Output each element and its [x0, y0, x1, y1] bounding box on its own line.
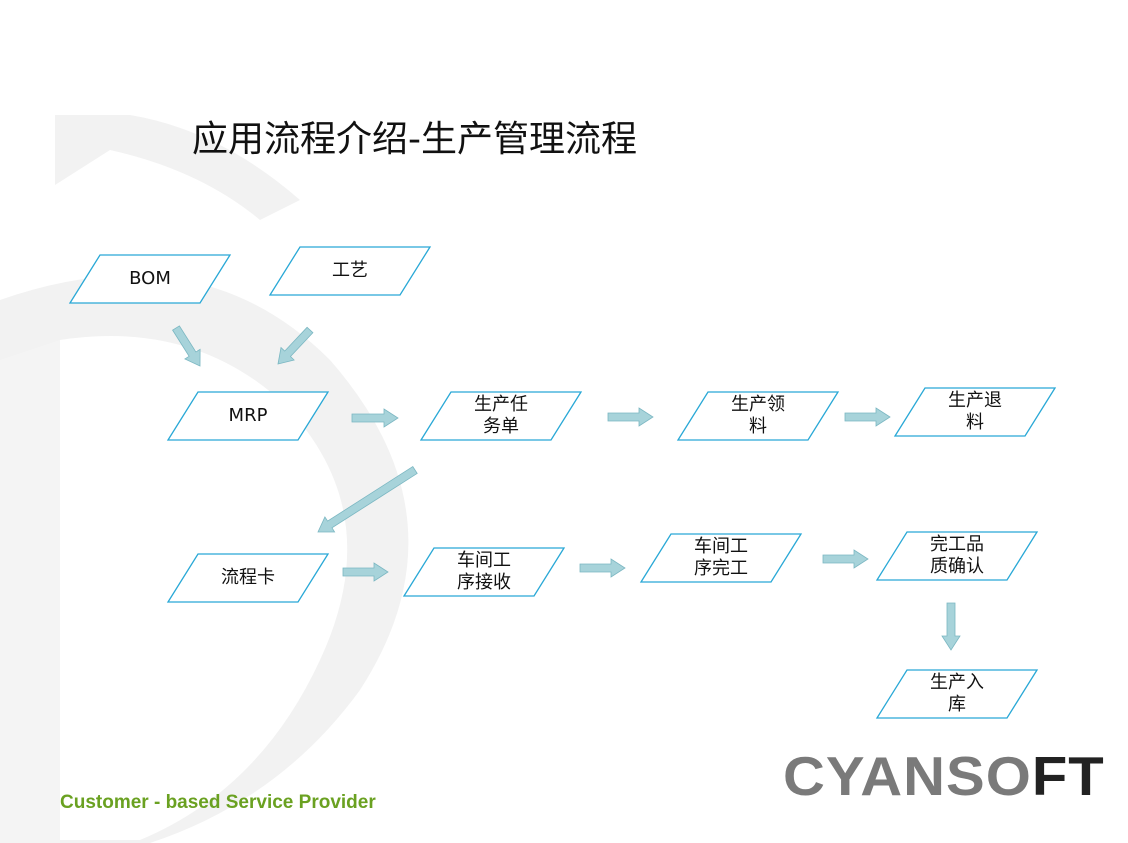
node-label-receive: 车间工 序接收 [457, 550, 511, 593]
node-mrp [166, 391, 330, 441]
node-craft [268, 246, 432, 296]
arrow-bom-mrp [172, 325, 201, 367]
node-label-craft: 工艺 [332, 260, 368, 281]
node-label-task: 生产任 务单 [474, 394, 528, 437]
arrow-task-pick [607, 407, 654, 427]
slide-title: 应用流程介绍-生产管理流程 [192, 119, 637, 160]
node-label-return: 生产退 料 [948, 390, 1002, 433]
arrow-mrp-card [317, 466, 418, 533]
arrow-card-receive [342, 562, 389, 582]
logo-text-2: O [985, 745, 1032, 808]
node-task [419, 391, 583, 441]
node-bom [68, 254, 232, 304]
arrow-receive-complete [579, 558, 626, 578]
arrow-qc-stockin [941, 602, 961, 651]
node-return [893, 387, 1057, 437]
node-label-stockin: 生产入 库 [930, 672, 984, 715]
node-label-complete: 车间工 序完工 [694, 536, 748, 579]
node-label-card: 流程卡 [221, 567, 275, 588]
tagline: Customer - based Service Provider [60, 792, 376, 813]
cyansoft-logo: CYANSOFT [783, 749, 1105, 804]
node-label-mrp: MRP [228, 405, 268, 426]
node-card [166, 553, 330, 603]
node-pick [676, 391, 840, 441]
node-label-pick: 生产领 料 [731, 394, 785, 437]
node-stockin [875, 669, 1039, 719]
node-label-bom: BOM [129, 268, 171, 289]
arrow-complete-qc [822, 549, 869, 569]
arrow-pick-return [844, 407, 891, 427]
node-qc [875, 531, 1039, 581]
node-complete [639, 533, 803, 583]
logo-text-1: CYANS [783, 745, 986, 808]
node-label-qc: 完工品 质确认 [930, 534, 984, 577]
logo-text-3: FT [1031, 745, 1105, 808]
arrow-mrp-task [351, 408, 399, 428]
arrow-craft-mrp [277, 326, 314, 365]
node-receive [402, 547, 566, 597]
